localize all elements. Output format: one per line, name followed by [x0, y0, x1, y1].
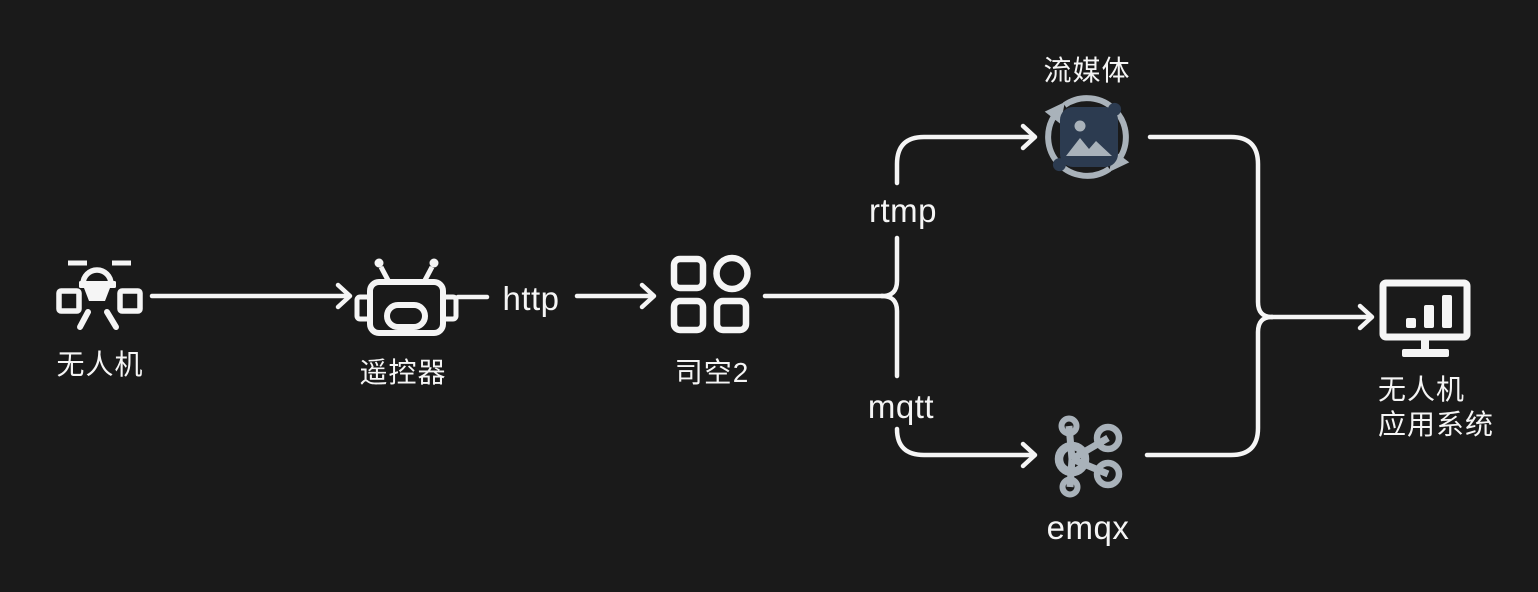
connector-emqx-merge	[1144, 314, 1275, 458]
mqtt-label: mqtt	[867, 388, 935, 425]
connector-drone-to-remote	[149, 282, 353, 310]
connector-rtmp-to-streaming	[894, 123, 1038, 186]
connector-http-to-sikong	[574, 282, 657, 310]
cycle-node	[1052, 158, 1066, 172]
rtmp-label: rtmp	[869, 192, 937, 229]
drone-icon	[56, 260, 143, 330]
drone-label: 无人机	[56, 349, 144, 380]
monitor-chart-icon	[1379, 279, 1471, 357]
monitor-stand	[1421, 337, 1429, 350]
rotate-arrowhead-icon	[1044, 101, 1065, 124]
streaming-media-icon	[1044, 95, 1130, 179]
picture-mountains	[1066, 138, 1112, 156]
arrowhead-icon	[1357, 303, 1375, 331]
chart-bar	[1406, 318, 1416, 328]
emqx-label: emqx	[1046, 509, 1130, 546]
connector-merge-to-app	[1269, 303, 1375, 331]
emqx-broker-icon	[1054, 415, 1123, 498]
connector-sikong-fork	[762, 235, 900, 379]
arrowhead-icon	[1020, 123, 1038, 151]
picture-tile	[1060, 107, 1118, 167]
connector-mqtt-to-emqx	[894, 426, 1038, 469]
app-system-label-line2: 应用系统	[1378, 409, 1495, 440]
cycle-node	[1108, 102, 1122, 116]
chart-bar	[1442, 295, 1452, 328]
sikong2-label: 司空2	[674, 357, 750, 388]
remote-label: 遥控器	[359, 357, 447, 388]
picture-dot	[1074, 120, 1086, 132]
arrowhead-icon	[335, 282, 353, 310]
remote-controller-icon	[354, 258, 459, 336]
connector-streaming-merge	[1147, 134, 1275, 320]
streaming-label: 流媒体	[1043, 55, 1131, 86]
arrowhead-icon	[639, 282, 657, 310]
monitor-base	[1402, 349, 1449, 357]
app-system-label-line1: 无人机	[1378, 374, 1466, 405]
sikong2-grid-icon	[670, 254, 751, 334]
arrowhead-icon	[1020, 441, 1038, 469]
chart-bar	[1424, 305, 1434, 328]
http-label: http	[502, 280, 560, 317]
